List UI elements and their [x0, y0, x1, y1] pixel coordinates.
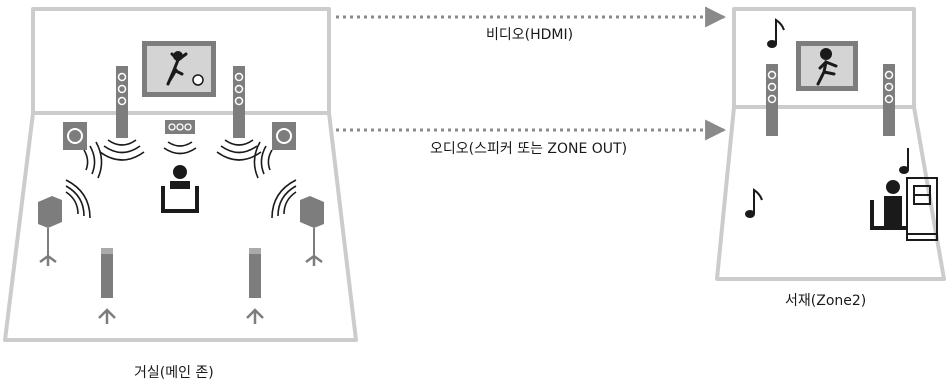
sound-waves — [83, 139, 273, 179]
surround-left-speaker — [38, 196, 62, 266]
zone2-receiver-icon — [906, 177, 938, 241]
surround-back-right-speaker — [246, 248, 264, 324]
zone2-listener-icon — [870, 180, 906, 230]
main-zone-room — [3, 7, 358, 342]
music-note-icon — [899, 148, 909, 174]
front-right-speaker — [233, 66, 245, 138]
music-note-icon — [767, 18, 785, 48]
music-note-icon — [745, 188, 763, 218]
video-link-label: 비디오(HDMI) — [486, 27, 574, 43]
surround-right-speaker — [300, 196, 324, 266]
zone2-label: 서재(Zone2) — [785, 293, 867, 309]
audio-link-label: 오디오(스피커 또는 ZONE OUT) — [430, 141, 628, 157]
center-speaker — [165, 120, 195, 134]
zone2-right-speaker — [883, 64, 895, 136]
left-box-speaker — [63, 122, 87, 150]
listener-icon — [161, 165, 199, 213]
surround-right-waves — [271, 179, 297, 219]
right-box-speaker — [272, 122, 296, 150]
zone2-tv-icon — [796, 41, 858, 91]
surround-back-left-speaker — [98, 248, 116, 324]
zone2-left-speaker — [766, 64, 778, 136]
surround-left-waves — [65, 179, 91, 219]
front-left-speaker — [116, 66, 128, 138]
main-zone-label: 거실(메인 존) — [134, 365, 214, 381]
tv-icon — [142, 41, 216, 97]
